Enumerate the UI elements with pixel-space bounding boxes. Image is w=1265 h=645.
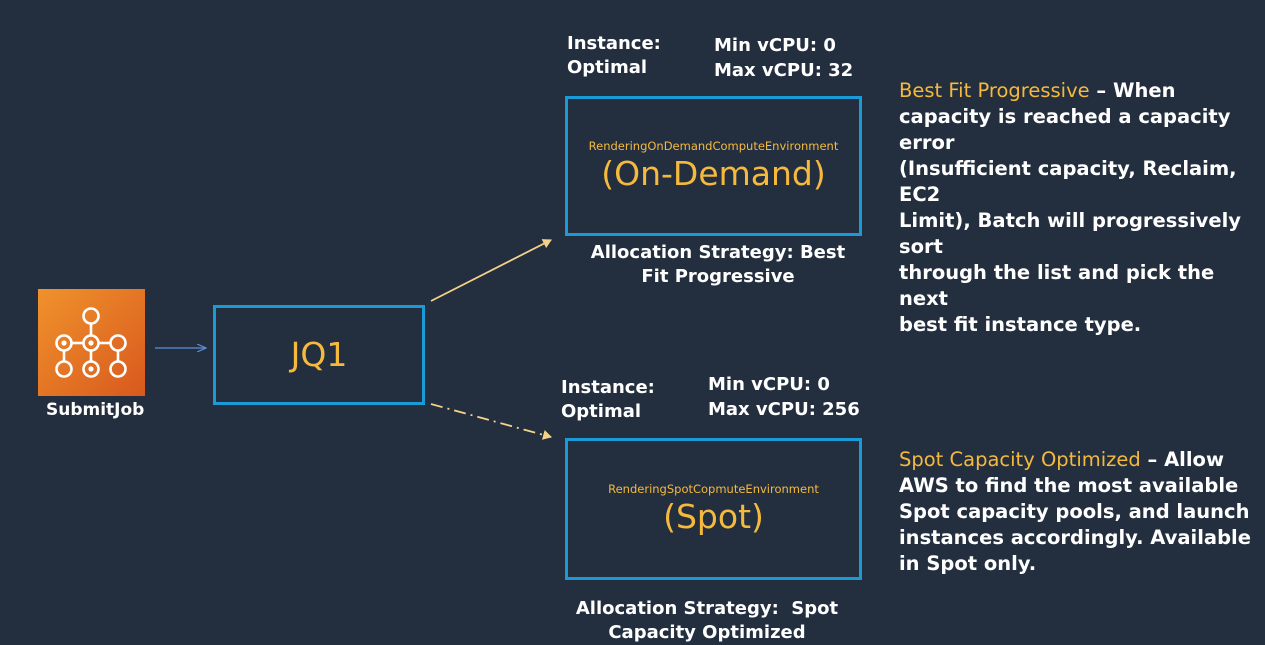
ondemand-description-line: through the list and pick the next	[899, 261, 1215, 310]
spot-description-line: Spot capacity pools, and launch	[899, 500, 1250, 523]
spot-description-line: in Spot only.	[899, 552, 1037, 575]
ondemand-description-line: – When	[1089, 79, 1176, 102]
ondemand-description: Best Fit Progressive – When capacity is …	[899, 78, 1261, 338]
spot-min-vcpu: Min vCPU: 0	[708, 374, 830, 395]
ondemand-allocation-strategy: Allocation Strategy: Best Fit Progressiv…	[578, 241, 858, 289]
job-queue-box: JQ1	[213, 305, 425, 405]
spot-allocation-strategy: Allocation Strategy: Spot Capacity Optim…	[567, 597, 847, 645]
spot-description-line: – Allow	[1140, 448, 1224, 471]
spot-strategy-line2: Capacity Optimized	[608, 622, 806, 643]
spot-instance-value: Optimal	[561, 401, 642, 422]
spot-compute-environment: RenderingSpotCopmuteEnvironment (Spot)	[565, 438, 862, 580]
queue-to-spot-arrow	[430, 403, 552, 440]
spot-env-type: (Spot)	[663, 497, 764, 536]
spot-strategy-line1: Allocation Strategy: Spot	[575, 598, 839, 619]
spot-instance-label: Instance:	[561, 377, 655, 398]
ondemand-compute-environment: RenderingOnDemandComputeEnvironment (On-…	[565, 96, 862, 236]
spot-max-vcpu: Max vCPU: 256	[708, 399, 860, 420]
ondemand-description-line: capacity is reached a capacity error	[899, 105, 1231, 154]
ondemand-description-highlight: Best Fit Progressive	[899, 79, 1090, 102]
ondemand-description-line: Limit), Batch will progressively sort	[899, 209, 1241, 258]
ondemand-instance-value: Optimal	[567, 57, 648, 78]
job-queue-label: JQ1	[290, 335, 348, 374]
spot-description-highlight: Spot Capacity Optimized	[899, 448, 1141, 471]
spot-env-name: RenderingSpotCopmuteEnvironment	[608, 482, 819, 496]
ondemand-min-vcpu: Min vCPU: 0	[714, 35, 836, 56]
ondemand-instance-label: Instance:	[567, 33, 661, 54]
submit-job-node	[38, 289, 145, 396]
ondemand-max-vcpu: Max vCPU: 32	[714, 60, 854, 81]
ondemand-env-type: (On-Demand)	[601, 154, 826, 193]
ondemand-strategy-line1: Allocation Strategy: Best	[590, 242, 846, 263]
ondemand-description-line: (Insufficient capacity, Reclaim, EC2	[899, 157, 1237, 206]
spot-description-line: instances accordingly. Available	[899, 526, 1251, 549]
ondemand-env-name: RenderingOnDemandComputeEnvironment	[588, 139, 839, 153]
batch-workflow-icon	[38, 289, 145, 396]
ondemand-description-line: best fit instance type.	[899, 313, 1142, 336]
submit-job-label: SubmitJob	[46, 400, 145, 420]
ondemand-strategy-line2: Fit Progressive	[641, 266, 795, 287]
queue-to-ondemand-arrow	[430, 239, 552, 302]
spot-description: Spot Capacity Optimized – Allow AWS to f…	[899, 447, 1261, 577]
spot-description-line: AWS to find the most available	[899, 474, 1239, 497]
